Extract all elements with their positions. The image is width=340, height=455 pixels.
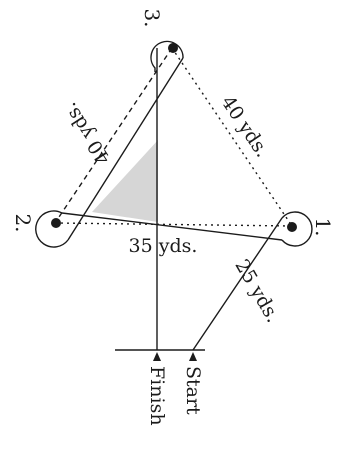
distance-post2-post1: 35 yds. [129, 235, 198, 257]
finish-arrow-icon [153, 352, 161, 361]
path-post1-to-post2 [61, 212, 283, 241]
path-post2-to-post3 [67, 57, 184, 241]
distance-post3-post2: 40 yds. [59, 98, 115, 168]
distance-start-post1: 25 yds. [230, 256, 284, 327]
finish-label: Finish [146, 366, 168, 426]
post-1-number: 1. [311, 217, 335, 236]
post-1 [287, 222, 297, 232]
shaded-region [92, 140, 158, 222]
start-arrow-icon [189, 352, 197, 361]
distance-post1-post3: 40 yds. [217, 92, 274, 161]
loop-post1 [281, 211, 313, 247]
loop-post2 [35, 210, 69, 248]
post-3-number: 3. [140, 8, 164, 27]
start-label: Start [182, 366, 204, 415]
dashed-side-post2-post1 [54, 222, 293, 227]
post-3 [168, 43, 178, 53]
loop-post3 [150, 40, 184, 72]
dashed-side-post3-post1 [171, 47, 293, 227]
dashed-side-post3-post2 [54, 47, 173, 224]
post-2-number: 2. [11, 213, 35, 232]
post-2 [51, 218, 61, 228]
path-start-to-post1 [192, 217, 283, 351]
